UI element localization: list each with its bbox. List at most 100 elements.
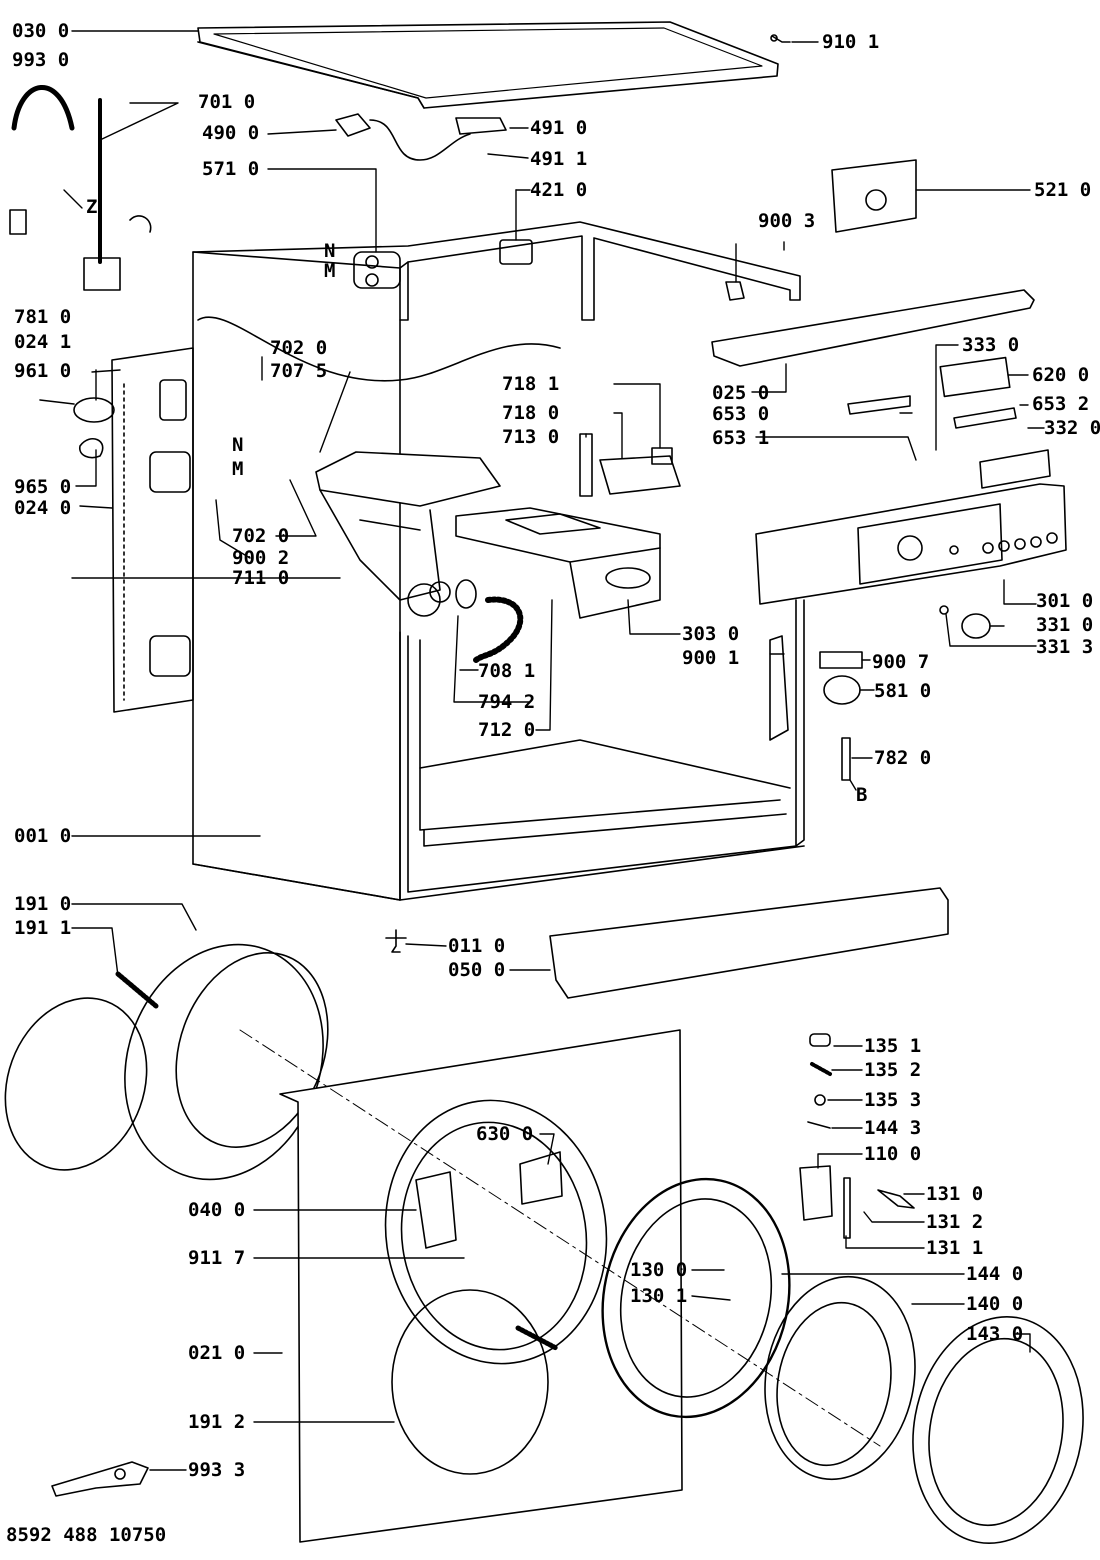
inlet-hose-part xyxy=(9,85,152,291)
callout-040-0: 040 0 xyxy=(188,1199,246,1221)
drawer-part xyxy=(455,507,661,619)
callout-N-valve: N xyxy=(324,240,336,262)
screw-910-1-part xyxy=(770,34,791,43)
pcb-part xyxy=(939,356,1011,398)
callout-961-0: 961 0 xyxy=(14,360,72,382)
mains-cable-part xyxy=(335,113,507,161)
rear-panel-part xyxy=(111,347,194,713)
callout-332-0: 332 0 xyxy=(1044,417,1100,439)
callout-794-2: 794 2 xyxy=(478,691,536,713)
callout-900-2: 900 2 xyxy=(232,547,290,569)
callout-144-3: 144 3 xyxy=(864,1117,922,1139)
callout-490-0: 490 0 xyxy=(202,122,260,144)
callout-135-1: 135 1 xyxy=(864,1035,922,1057)
callout-491-0: 491 0 xyxy=(530,117,588,139)
callout-025-0: 025 0 xyxy=(712,382,770,404)
callout-331-0: 331 0 xyxy=(1036,614,1094,636)
callout-711-0: 711 0 xyxy=(232,567,290,589)
callout-191-2: 191 2 xyxy=(188,1411,246,1433)
callout-Z: Z xyxy=(86,196,98,218)
callout-702-0-top: 702 0 xyxy=(270,337,328,359)
top-strip-part xyxy=(711,289,1035,367)
callout-900-7: 900 7 xyxy=(872,651,930,673)
callout-030-0: 030 0 xyxy=(12,20,70,42)
callout-N-hose: N xyxy=(232,434,244,456)
small-screws-part xyxy=(807,1033,832,1129)
callout-130-0: 130 0 xyxy=(630,1259,688,1281)
callout-701-0: 701 0 xyxy=(198,91,256,113)
pipe-712-part xyxy=(579,433,593,497)
callout-191-0: 191 0 xyxy=(14,893,72,915)
callout-131-2: 131 2 xyxy=(926,1211,984,1233)
callout-301-0: 301 0 xyxy=(1036,590,1094,612)
callout-712-0: 712 0 xyxy=(478,719,536,741)
switch-holder-part xyxy=(819,651,863,669)
foot-part xyxy=(385,929,407,953)
callout-993-0: 993 0 xyxy=(12,49,70,71)
callout-653-0: 653 0 xyxy=(712,403,770,425)
callout-331-3: 331 3 xyxy=(1036,636,1094,658)
door-glass-part xyxy=(764,1275,916,1481)
control-panel-part xyxy=(755,483,1067,605)
callout-900-1: 900 1 xyxy=(682,647,740,669)
pressure-switch-part xyxy=(823,675,861,705)
callout-001-0: 001 0 xyxy=(14,825,72,847)
front-panel-part xyxy=(279,1029,683,1543)
callout-B: B xyxy=(856,784,868,806)
leader-lines xyxy=(63,30,1045,1471)
callout-M-valve: M xyxy=(324,260,336,282)
callout-581-0: 581 0 xyxy=(874,680,932,702)
callout-140-0: 140 0 xyxy=(966,1293,1024,1315)
front-strip-part xyxy=(549,887,949,999)
callout-333-0: 333 0 xyxy=(962,334,1020,356)
top-cover-part xyxy=(197,21,779,109)
callout-024-0: 024 0 xyxy=(14,497,72,519)
callout-110-0: 110 0 xyxy=(864,1143,922,1165)
hose-part xyxy=(455,579,524,663)
electronic-module-part xyxy=(831,159,917,233)
callout-900-3: 900 3 xyxy=(758,210,816,232)
keys-part xyxy=(979,449,1051,489)
callout-993-3: 993 3 xyxy=(188,1459,246,1481)
callout-911-7: 911 7 xyxy=(188,1247,246,1269)
pump-718-part xyxy=(599,455,681,495)
filter-961-part xyxy=(39,397,115,459)
callout-521-0: 521 0 xyxy=(1034,179,1092,201)
callout-135-2: 135 2 xyxy=(864,1059,922,1081)
callout-135-3: 135 3 xyxy=(864,1089,922,1111)
clip-900-3-part xyxy=(725,281,745,301)
callout-021-0: 021 0 xyxy=(188,1342,246,1364)
callout-713-0: 713 0 xyxy=(502,426,560,448)
knob-spring-part xyxy=(939,605,949,615)
door-handle-part xyxy=(799,1165,915,1239)
callout-718-0: 718 0 xyxy=(502,402,560,424)
knob-part xyxy=(961,613,991,639)
callout-702-0-bottom: 702 0 xyxy=(232,525,290,547)
detergent-box-part xyxy=(315,451,501,617)
callout-131-1: 131 1 xyxy=(926,1237,984,1259)
light-guide-2-part xyxy=(953,407,1017,429)
callout-708-1: 708 1 xyxy=(478,660,536,682)
callout-144-0: 144 0 xyxy=(966,1263,1024,1285)
callout-653-1: 653 1 xyxy=(712,427,770,449)
callout-707-5: 707 5 xyxy=(270,360,328,382)
callout-024-1: 024 1 xyxy=(14,331,72,353)
callout-571-0: 571 0 xyxy=(202,158,260,180)
tool-part xyxy=(51,1461,149,1497)
callout-421-0: 421 0 xyxy=(530,179,588,201)
valve-part xyxy=(353,251,401,289)
bracket-900-1-part xyxy=(769,635,789,741)
callout-653-2: 653 2 xyxy=(1032,393,1090,415)
callout-143-0: 143 0 xyxy=(966,1323,1024,1345)
callout-965-0: 965 0 xyxy=(14,476,72,498)
callout-M-hose: M xyxy=(232,458,244,480)
callout-130-1: 130 1 xyxy=(630,1285,688,1307)
shaft-part xyxy=(841,737,851,781)
callout-131-0: 131 0 xyxy=(926,1183,984,1205)
callout-050-0: 050 0 xyxy=(448,959,506,981)
callout-718-1: 718 1 xyxy=(502,373,560,395)
callout-011-0: 011 0 xyxy=(448,935,506,957)
callout-910-1: 910 1 xyxy=(822,31,880,53)
callout-620-0: 620 0 xyxy=(1032,364,1090,386)
